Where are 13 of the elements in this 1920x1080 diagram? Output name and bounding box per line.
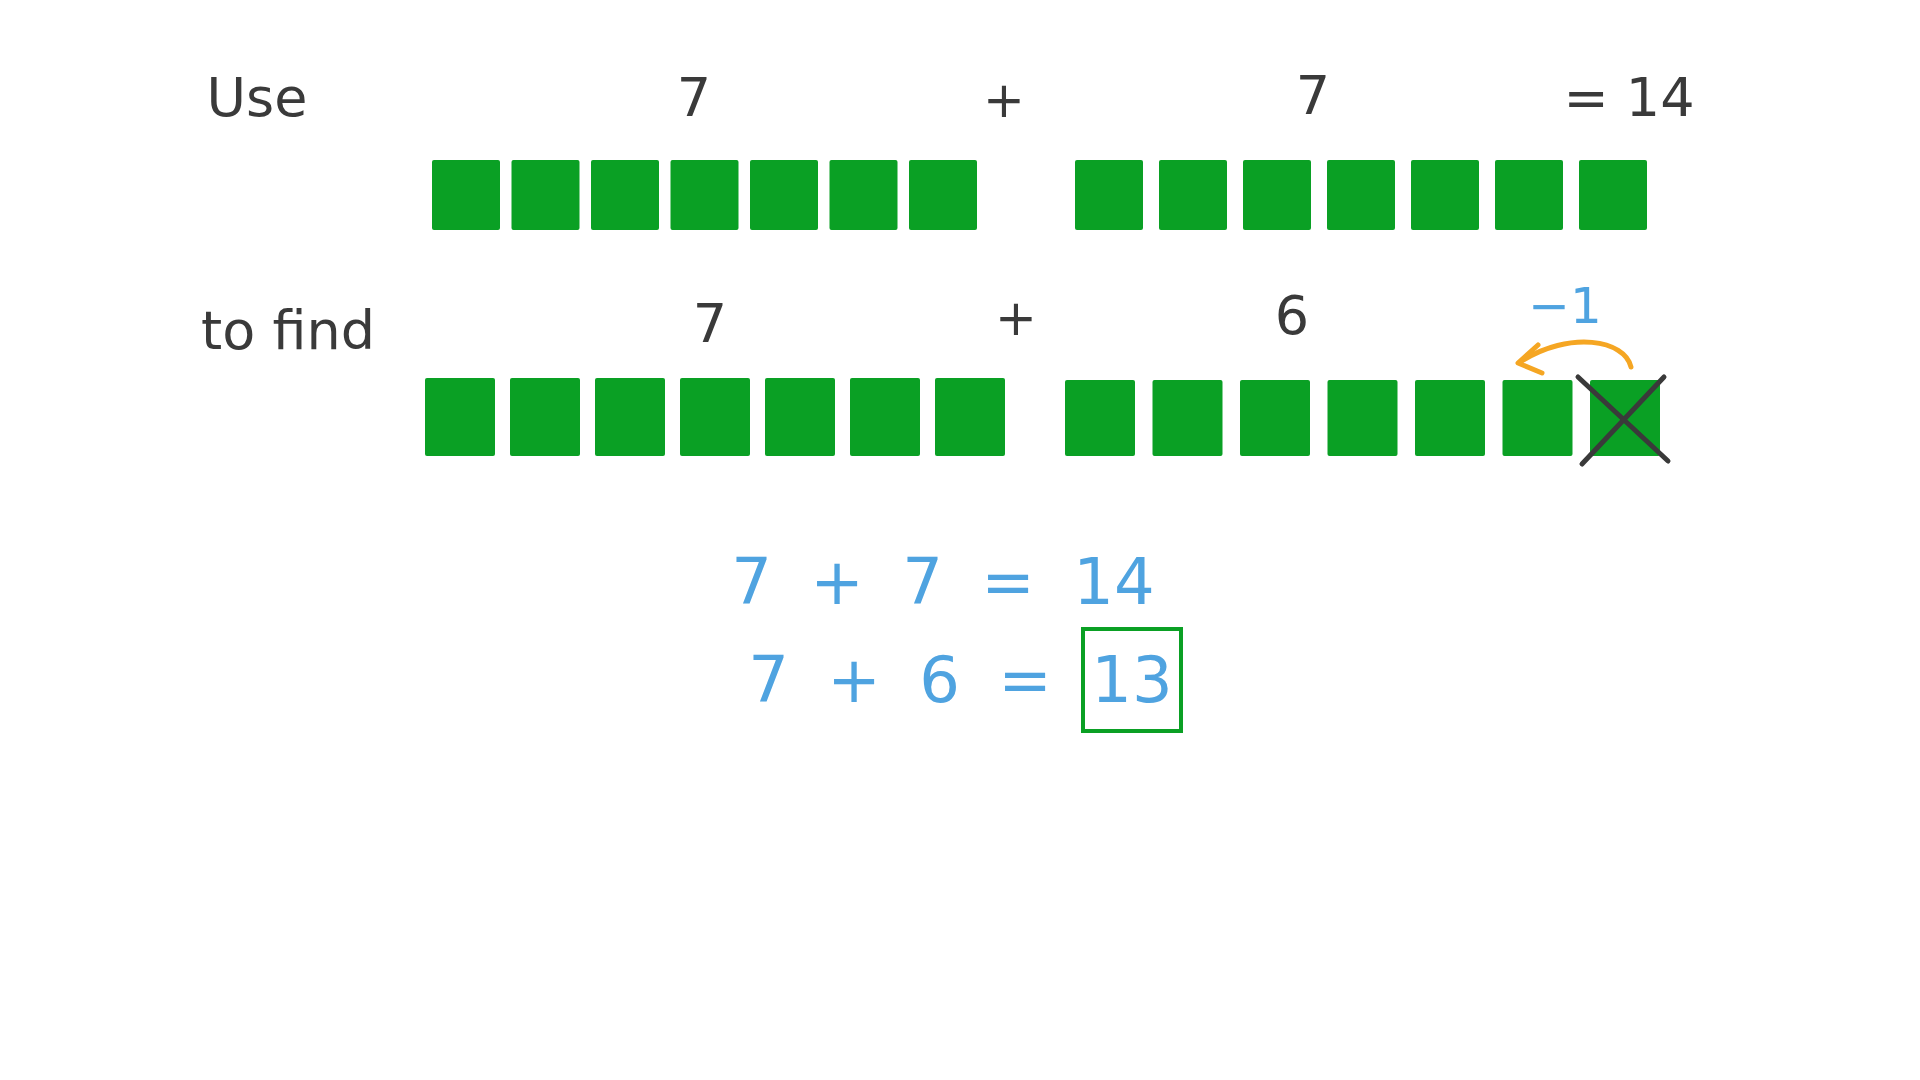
row-label: to find	[201, 304, 375, 358]
equation: 7 + 6 =	[748, 648, 1052, 712]
subtract-label: −1	[1528, 281, 1602, 331]
row-label: Use	[206, 71, 308, 125]
number-label: 7	[692, 297, 728, 351]
plus-sign: +	[983, 75, 1025, 125]
sum-label: = 14	[1563, 71, 1695, 125]
number-label: 7	[1295, 69, 1331, 123]
number-label: 7	[676, 71, 712, 125]
plus-sign: +	[995, 293, 1037, 343]
equation: 7 + 7 = 14	[731, 550, 1155, 614]
number-label: 6	[1274, 289, 1310, 343]
answer-box: 13	[1081, 627, 1183, 733]
